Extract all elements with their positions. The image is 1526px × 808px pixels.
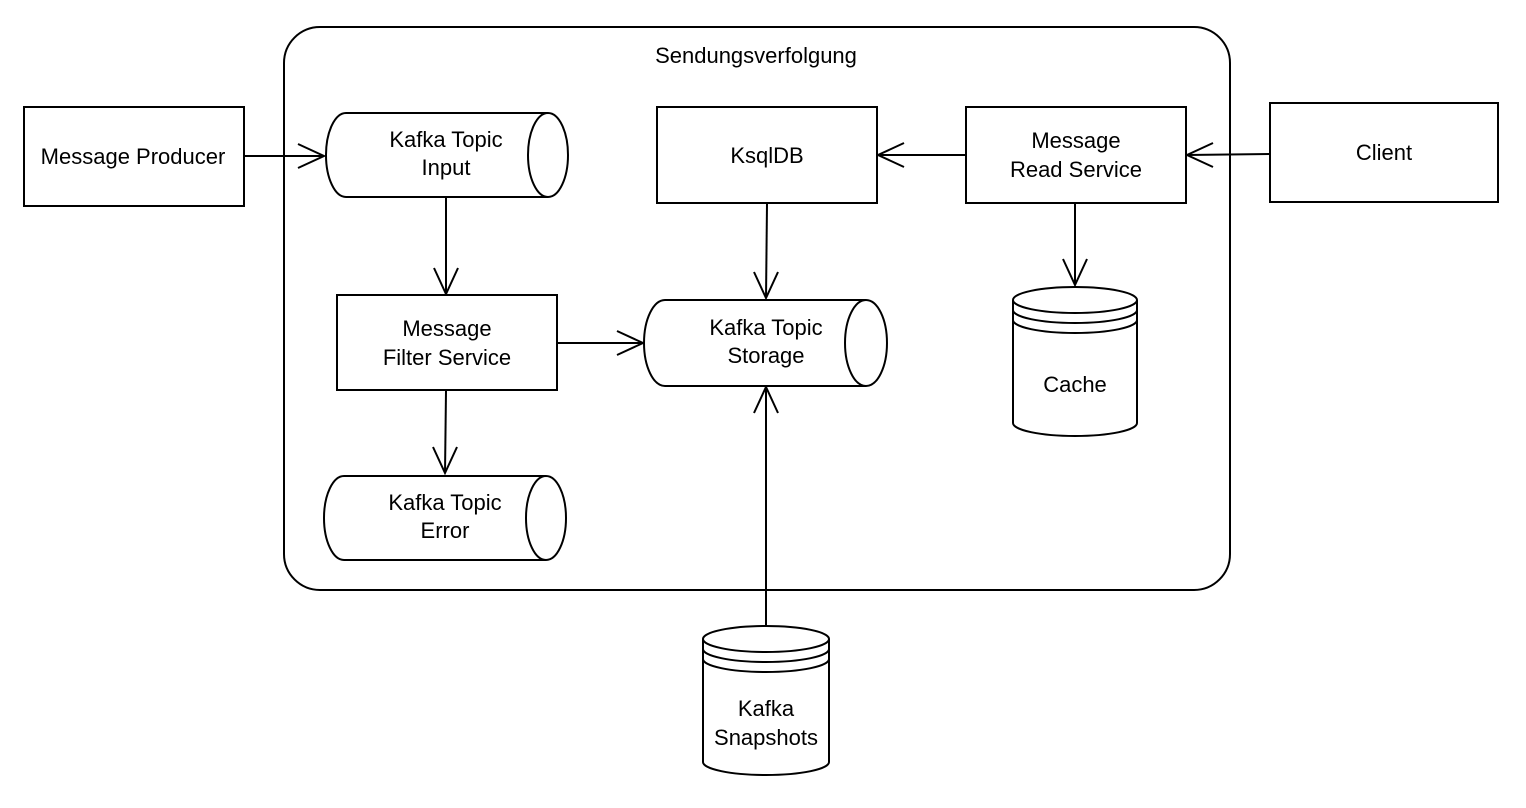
node-label-line-1: Kafka Topic [389,127,502,152]
node-label: Cache [1043,372,1107,397]
edge-filter-to-storage [557,330,646,356]
node-label-line-2: Storage [727,343,804,368]
node-kafka-topic-input: Kafka Topic Input [325,112,569,198]
node-label: Client [1356,140,1412,165]
node-label-line-1: Kafka [738,696,795,721]
edge-producer-to-input [244,143,327,169]
node-message-filter-service: Message Filter Service [336,294,558,391]
node-client: Client [1269,102,1499,203]
node-label: Message Producer [41,144,226,169]
node-label-line-2: Read Service [1010,157,1142,182]
edge-read-service-to-cache [1062,204,1088,288]
node-label-line-2: Input [422,155,471,180]
edge-ksqldb-to-storage [753,203,779,301]
node-message-read-service: Message Read Service [965,106,1187,204]
edge-filter-to-error [432,390,458,476]
node-label-line-1: Kafka Topic [709,315,822,340]
node-label: KsqlDB [730,143,803,168]
container-title: Sendungsverfolgung [655,43,857,68]
node-label-line-1: Message [402,316,491,341]
node-kafka-topic-error: Kafka Topic Error [323,475,567,561]
node-label-line-2: Error [421,518,470,543]
node-label-line-2: Snapshots [714,725,818,750]
node-label-line-1: Message [1031,128,1120,153]
node-kafka-topic-storage: Kafka Topic Storage [643,299,888,387]
node-label-line-1: Kafka Topic [388,490,501,515]
node-cache: Cache [1012,286,1138,437]
node-kafka-snapshots: Kafka Snapshots [702,625,830,776]
node-message-producer: Message Producer [23,106,245,207]
node-ksqldb: KsqlDB [656,106,878,204]
node-label-line-2: Filter Service [383,345,511,370]
